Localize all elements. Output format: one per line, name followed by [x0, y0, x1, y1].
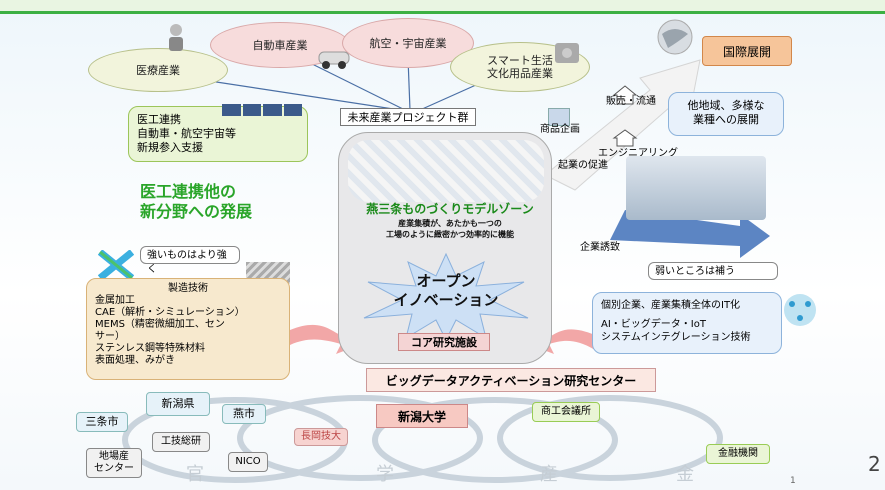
mini-tag — [283, 104, 302, 116]
strengths-tag: 強いものはより強く — [140, 246, 240, 275]
slide-number: 1 — [790, 476, 796, 486]
factory-illustration — [348, 140, 544, 202]
footer-char-finance: 金 — [676, 464, 694, 485]
financial-institutions: 金融機関 — [706, 444, 770, 464]
chamber-of-commerce: 商工会議所 — [532, 402, 600, 422]
mini-tag — [222, 104, 241, 116]
product-plan-label: 商品企画 — [540, 124, 580, 135]
engineering-icon — [612, 128, 638, 148]
core-facility: コア研究施設 — [398, 333, 490, 351]
house-icon — [612, 84, 638, 106]
venture-label: 起業の促進 — [558, 160, 608, 171]
attraction-label: 企業誘致 — [580, 242, 620, 253]
kougi-souken: 工技総研 — [152, 432, 210, 452]
jiba-center: 地場産 センター — [86, 448, 142, 478]
appliance-icon — [552, 38, 582, 66]
tsubame-city: 燕市 — [222, 404, 266, 424]
multi-region-box: 他地域、多様な 業種への展開 — [668, 92, 784, 136]
network-icon — [780, 290, 820, 330]
engineering-label: エンジニアリング — [598, 148, 678, 159]
car-icon — [316, 44, 352, 70]
sanjo-city: 三条市 — [76, 412, 128, 432]
niigata-university: 新潟大学 — [376, 404, 468, 428]
robot-icon — [162, 22, 190, 54]
new-field-heading: 医工連携他の 新分野への発展 — [140, 182, 253, 221]
future-project-group: 未来産業プロジェクト群 — [340, 108, 476, 126]
medical-industry: 医療産業 — [88, 48, 228, 92]
niigata-pref: 新潟県 — [146, 392, 210, 416]
bigdata-center: ビッグデータアクティベーション研究センター — [366, 368, 656, 392]
zone-subtitle: 産業集積が、あたかも一つの 工場のように緻密かつ効率的に機能 — [386, 219, 514, 239]
mini-tag — [242, 104, 261, 116]
it-box: 個別企業、産業集積全体のIT化 AI・ビッグデータ・IoT システムインテグレー… — [592, 292, 782, 354]
footer-char-gov: 官 — [186, 464, 204, 485]
mini-tags — [222, 104, 302, 116]
international-box: 国際展開 — [702, 36, 792, 66]
page-number: 2 — [868, 452, 881, 476]
zone-title: 燕三条ものづくりモデルゾーン — [366, 202, 534, 216]
weak-tag: 弱いところは補う — [648, 262, 778, 280]
x-logo-icon — [97, 249, 135, 281]
nagaoka-tech: 長岡技大 — [294, 428, 348, 446]
mini-tag — [263, 104, 282, 116]
top-banner — [0, 0, 885, 14]
globe-icon — [656, 18, 694, 56]
footer-char-academia: 学 — [376, 464, 394, 485]
tech-box: 製造技術 金属加工 CAE（解析・シミュレーション） MEMS（精密微細加工、セ… — [86, 278, 290, 380]
nico: NICO — [228, 452, 268, 472]
product-icon — [548, 108, 570, 126]
sales-label: 販売・流通 — [606, 96, 656, 107]
footer-char-industry: 産 — [540, 464, 558, 485]
buildings-illustration — [626, 156, 766, 220]
open-innovation-text: オープン イノベーション — [393, 272, 499, 309]
